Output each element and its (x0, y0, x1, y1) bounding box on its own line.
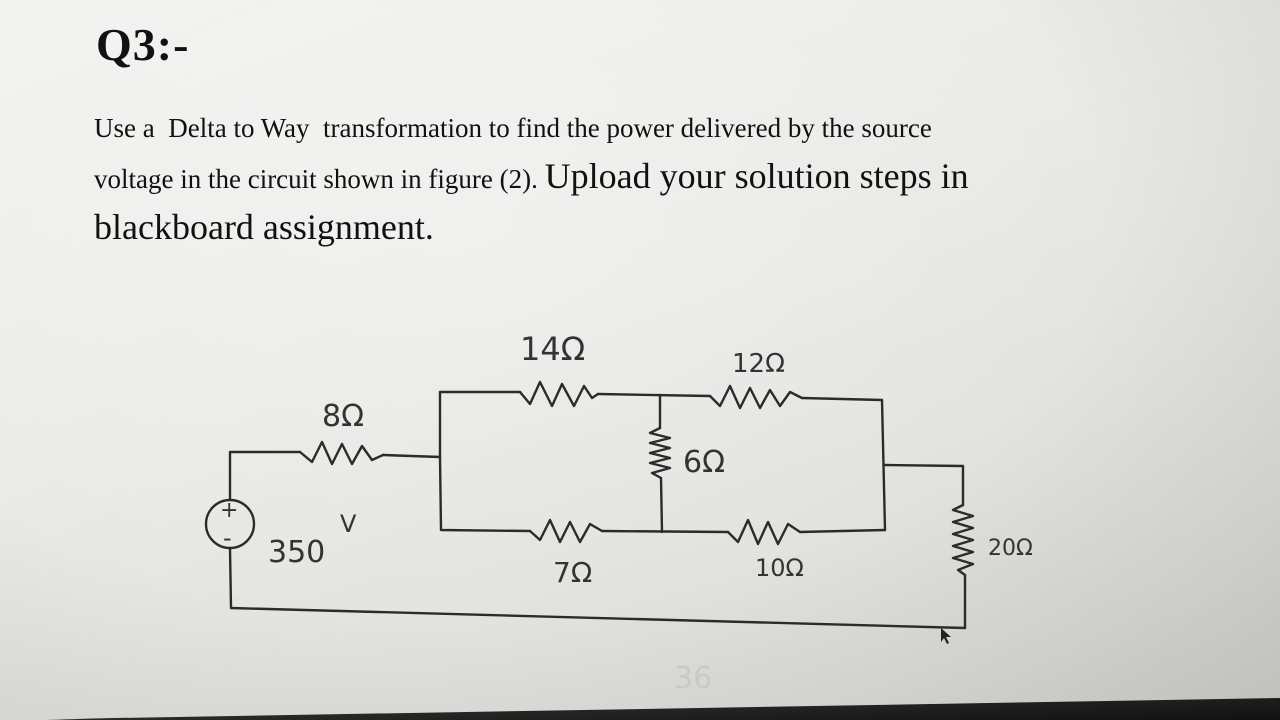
wire-top-right (800, 396, 887, 532)
source-plus-sign: + (220, 498, 238, 523)
monitor-bezel (0, 698, 1280, 720)
source-minus-sign: - (223, 524, 232, 552)
resistor-14-symbol (518, 380, 600, 408)
wire-8-to-node (381, 390, 442, 459)
question-line-2: voltage in the circuit shown in figure (… (94, 152, 1174, 203)
circuit-wires (228, 390, 967, 630)
wire-bottom-mid (600, 529, 730, 534)
question-line-2-small: voltage in the circuit shown in figure (… (94, 164, 545, 194)
voltage-source: + - (204, 498, 256, 552)
question-title: Q3:- (96, 19, 190, 70)
question-line-2-big: Upload your solution steps in (544, 156, 969, 196)
resistor-12-symbol (708, 384, 804, 410)
question-text: Use a Delta to Way transformation to fin… (94, 104, 1174, 251)
resistor-20-symbol (951, 503, 975, 577)
resistor-10-symbol (726, 518, 802, 546)
resistor-7-symbol (528, 518, 604, 544)
resistor-10-label: 10Ω (755, 554, 804, 582)
resistor-6-symbol (648, 426, 672, 480)
question-line-1: Use a Delta to Way transformation to fin… (94, 113, 932, 143)
resistor-6-label: 6Ω (683, 445, 725, 480)
mouse-cursor-icon (941, 628, 951, 644)
resistor-7-label: 7Ω (553, 556, 592, 589)
resistor-12-label: 12Ω (732, 349, 785, 379)
resistor-8-label: 8Ω (322, 399, 364, 434)
wire-left-vertical (438, 455, 532, 533)
resistor-8-symbol (298, 440, 385, 466)
wire-mid-bottom (659, 476, 664, 534)
voltage-source-circle (204, 498, 256, 550)
resistor-20-label: 20Ω (988, 536, 1033, 561)
wire-top-mid (596, 392, 712, 398)
source-voltage-label: 350 (268, 535, 325, 570)
wire-return (228, 546, 967, 630)
circuit-labels: 350 V 8Ω 14Ω 12Ω 6Ω 7Ω 10Ω 20Ω 36 (268, 330, 1033, 696)
question-line-3: blackboard assignment. (94, 207, 434, 247)
wire-to-20 (883, 463, 965, 507)
wire-bottom-right (798, 528, 887, 534)
stray-pen-mark: 36 (674, 661, 712, 696)
resistor-14-label: 14Ω (520, 330, 585, 368)
source-voltage-unit: V (340, 510, 357, 538)
wire-left-top (228, 450, 302, 502)
circuit-resistors (298, 380, 975, 577)
